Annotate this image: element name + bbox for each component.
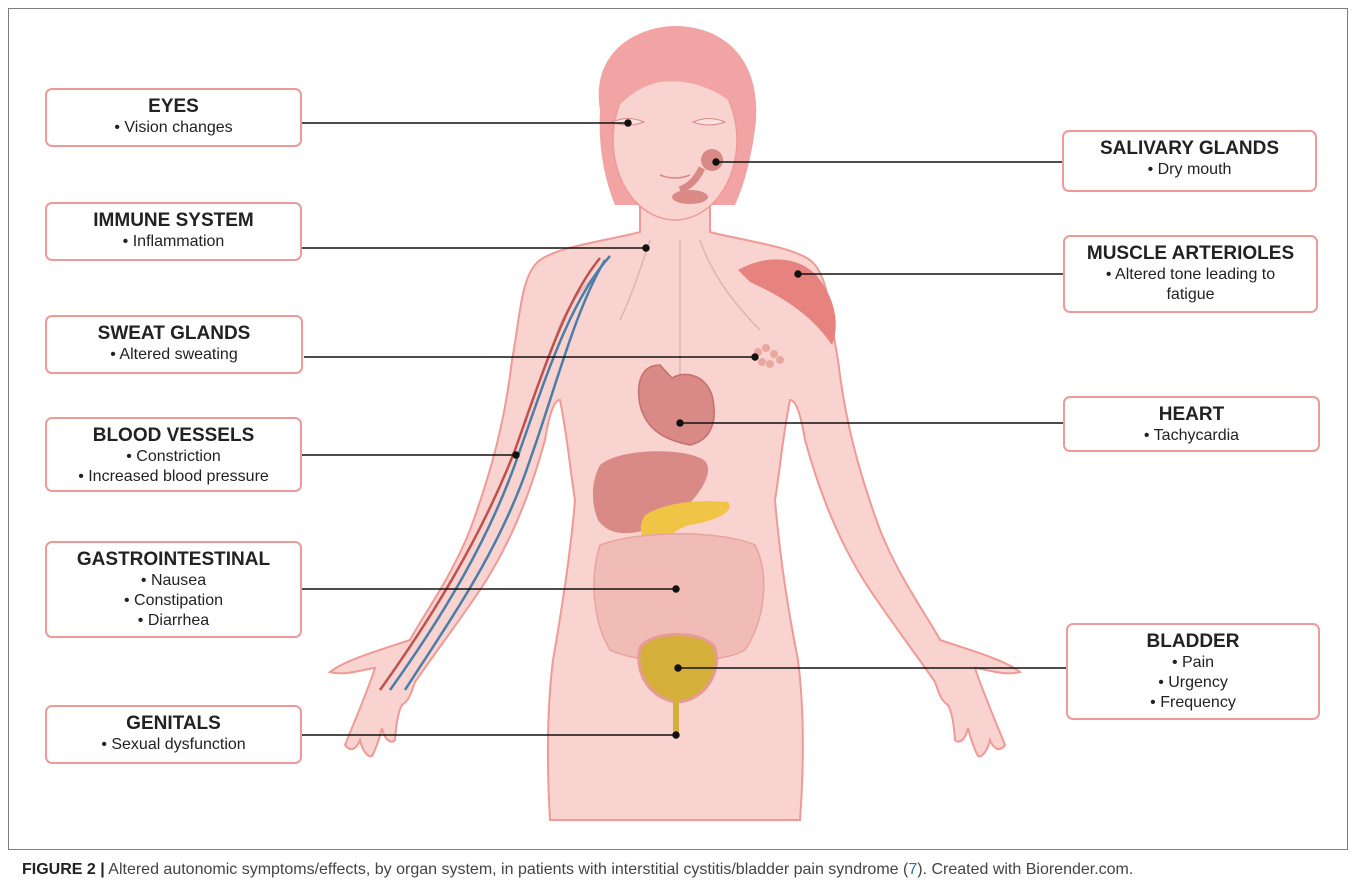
heart-label-box: HEART • Tachycardia	[1063, 396, 1320, 452]
bladder-item-3: • Frequency	[1068, 693, 1318, 713]
sweat-item: • Altered sweating	[47, 345, 301, 365]
muscle-item-2: fatigue	[1065, 285, 1316, 305]
gi-item-1: • Nausea	[47, 571, 300, 591]
sweat-label-box: SWEAT GLANDS • Altered sweating	[45, 315, 303, 374]
caption-text: Altered autonomic symptoms/effects, by o…	[105, 861, 909, 878]
bladder-item-2: • Urgency	[1068, 673, 1318, 693]
caption-lead: FIGURE 2 |	[22, 861, 105, 878]
blood-item-1: • Constriction	[47, 447, 300, 467]
eyes-item: • Vision changes	[47, 118, 300, 138]
eyes-label-box: EYES • Vision changes	[45, 88, 302, 147]
caption-tail: ). Created with Biorender.com.	[917, 861, 1133, 878]
bladder-label-box: BLADDER • Pain • Urgency • Frequency	[1066, 623, 1320, 720]
immune-label-box: IMMUNE SYSTEM • Inflammation	[45, 202, 302, 261]
blood-label-box: BLOOD VESSELS • Constriction • Increased…	[45, 417, 302, 492]
salivary-title: SALIVARY GLANDS	[1064, 132, 1315, 160]
gi-label-box: GASTROINTESTINAL • Nausea • Constipation…	[45, 541, 302, 638]
gi-title: GASTROINTESTINAL	[47, 543, 300, 571]
heart-item: • Tachycardia	[1065, 426, 1318, 446]
caption-reference-link[interactable]: 7	[908, 861, 917, 878]
gi-item-2: • Constipation	[47, 591, 300, 611]
eyes-title: EYES	[47, 90, 300, 118]
blood-title: BLOOD VESSELS	[47, 419, 300, 447]
heart-title: HEART	[1065, 398, 1318, 426]
figure-caption: FIGURE 2 | Altered autonomic symptoms/ef…	[22, 861, 1342, 879]
muscle-title: MUSCLE ARTERIOLES	[1065, 237, 1316, 265]
genitals-title: GENITALS	[47, 707, 300, 735]
salivary-item: • Dry mouth	[1064, 160, 1315, 180]
immune-title: IMMUNE SYSTEM	[47, 204, 300, 232]
sweat-title: SWEAT GLANDS	[47, 317, 301, 345]
genitals-item: • Sexual dysfunction	[47, 735, 300, 755]
salivary-label-box: SALIVARY GLANDS • Dry mouth	[1062, 130, 1317, 192]
gi-item-3: • Diarrhea	[47, 611, 300, 631]
blood-item-2: • Increased blood pressure	[47, 467, 300, 487]
bladder-item-1: • Pain	[1068, 653, 1318, 673]
muscle-item-1: • Altered tone leading to	[1065, 265, 1316, 285]
bladder-title: BLADDER	[1068, 625, 1318, 653]
genitals-label-box: GENITALS • Sexual dysfunction	[45, 705, 302, 764]
immune-item: • Inflammation	[47, 232, 300, 252]
muscle-label-box: MUSCLE ARTERIOLES • Altered tone leading…	[1063, 235, 1318, 313]
